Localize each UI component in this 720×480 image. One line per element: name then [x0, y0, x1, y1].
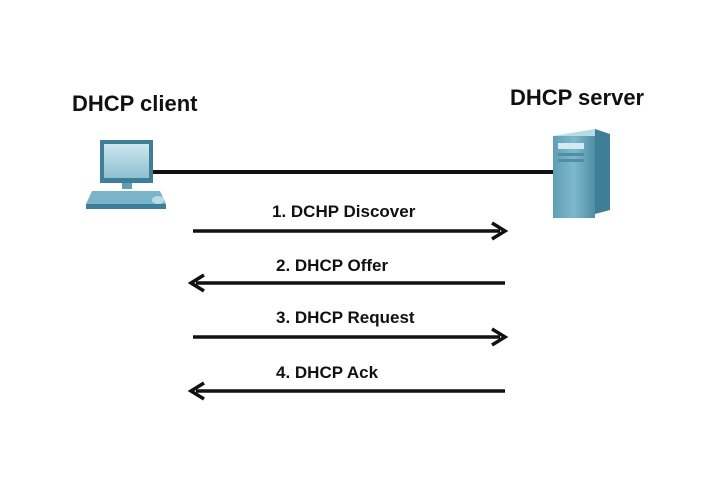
message-3-arrow: [193, 327, 509, 347]
message-2-arrow: [187, 273, 505, 293]
message-4-label: 4. DHCP Ack: [276, 363, 379, 382]
desktop-computer-icon: [86, 140, 166, 209]
tower-server-icon: [553, 129, 610, 218]
message-4-arrow: [187, 381, 505, 401]
message-2-label: 2. DHCP Offer: [276, 256, 389, 275]
server-label: DHCP server: [510, 85, 645, 110]
message-3-label: 3. DHCP Request: [276, 308, 415, 327]
message-1-label: 1. DCHP Discover: [272, 202, 416, 221]
client-label: DHCP client: [72, 91, 198, 116]
message-1-arrow: [193, 221, 509, 241]
